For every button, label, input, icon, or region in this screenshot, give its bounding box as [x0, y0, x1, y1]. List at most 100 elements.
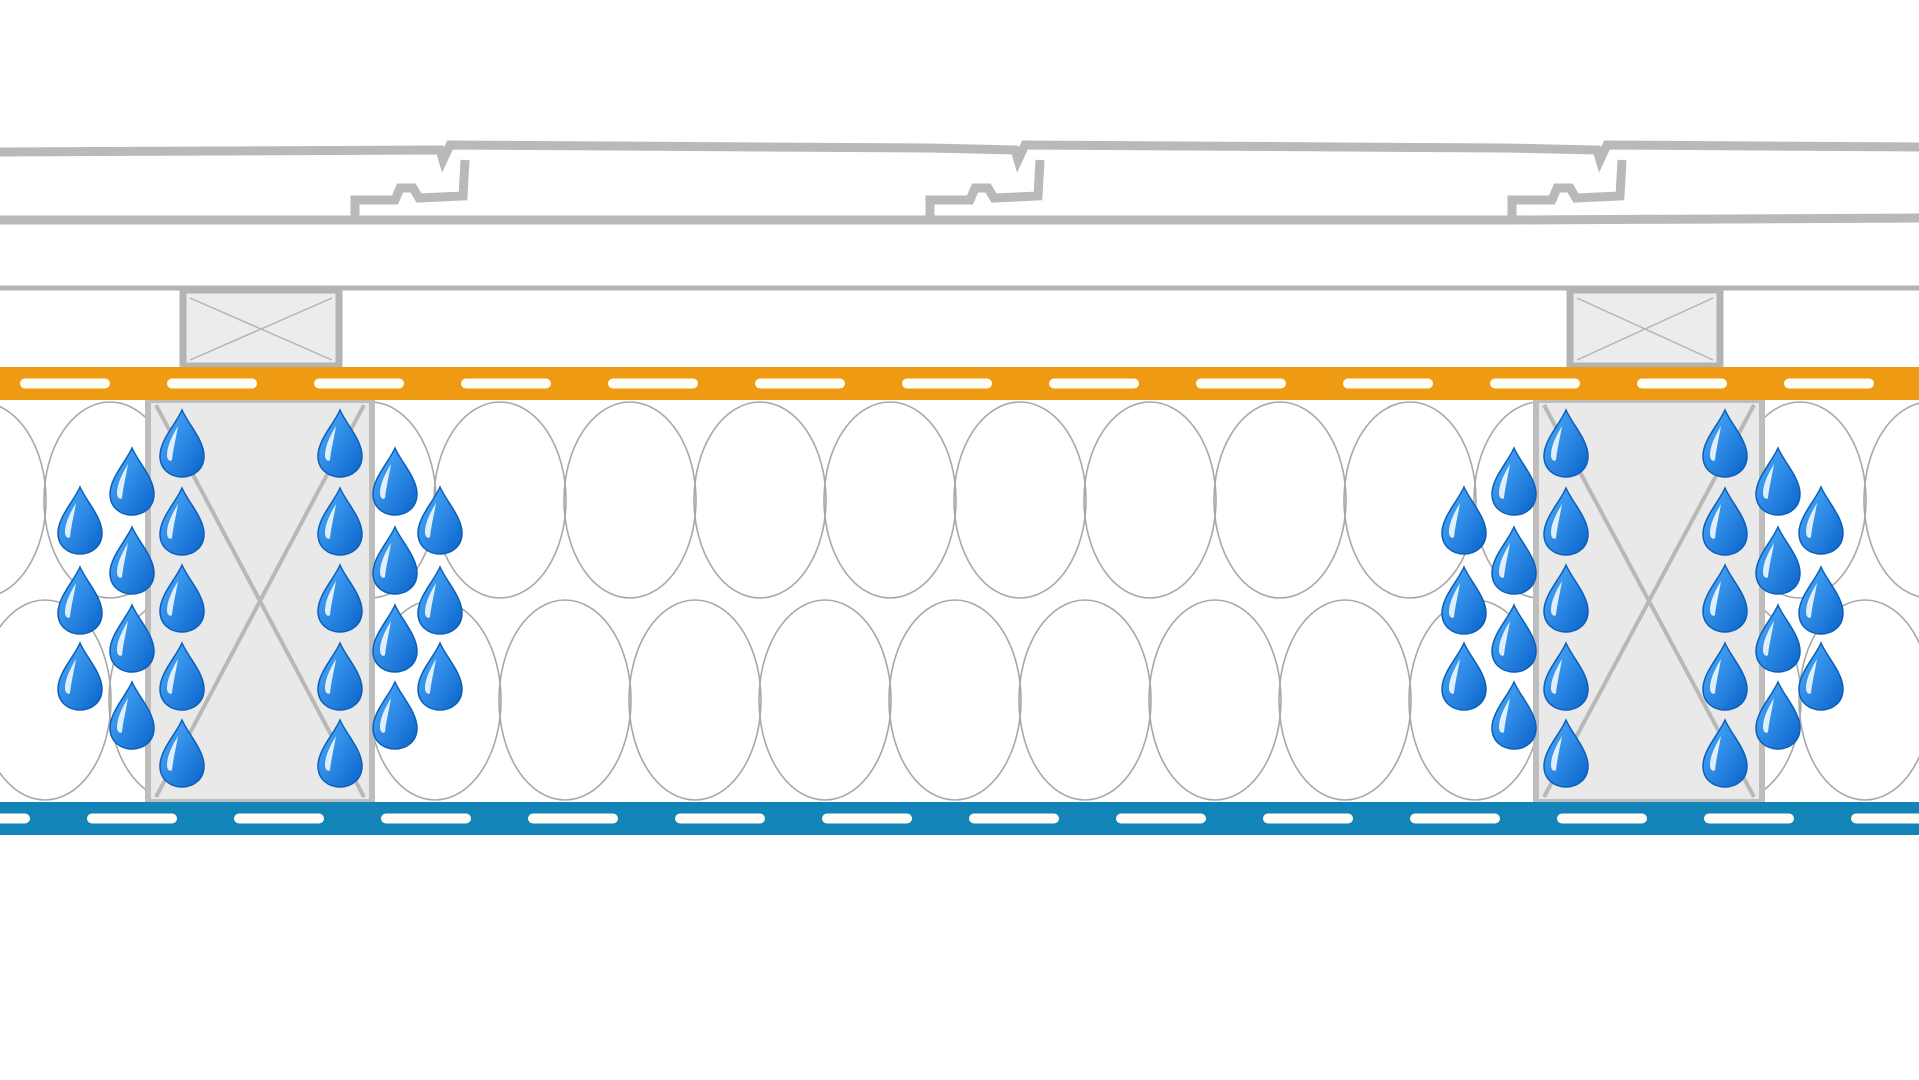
insulation-lobe: [498, 599, 632, 801]
water-drop-icon: [1543, 641, 1589, 711]
water-drop-icon: [417, 485, 463, 555]
membrane-dash: [1196, 378, 1286, 389]
tile-bottom-edge: [0, 159, 1919, 225]
insulation-lobe: [1863, 402, 1919, 598]
membrane-dash: [1116, 813, 1206, 824]
water-drop-icon: [1441, 485, 1487, 555]
water-drop-icon: [159, 486, 205, 556]
water-drop-icon: [1543, 563, 1589, 633]
membrane-dash: [167, 378, 257, 389]
water-drop-icon: [57, 485, 103, 555]
water-drop-icon: [317, 641, 363, 711]
inner-membrane-blue: [0, 802, 1919, 835]
water-drop-icon: [1798, 641, 1844, 711]
water-drop-icon: [1702, 563, 1748, 633]
water-drop-icon: [417, 565, 463, 635]
membrane-dash: [87, 813, 177, 824]
water-drop-icon: [1491, 603, 1537, 673]
insulation-lobe: [1343, 401, 1477, 599]
membrane-dash: [1410, 813, 1500, 824]
insulation-lobe: [563, 401, 697, 599]
membrane-dash: [969, 813, 1059, 824]
insulation-lobe: [1083, 401, 1217, 599]
water-drop-icon: [1702, 718, 1748, 788]
membrane-dash: [608, 378, 698, 389]
water-drop-icon: [109, 680, 155, 750]
insulation-lobe: [1018, 599, 1152, 801]
membranes: [0, 367, 1919, 835]
insulation-lobe: [888, 599, 1022, 801]
membrane-dash: [1557, 813, 1647, 824]
water-drop-icon: [1491, 680, 1537, 750]
water-drop-icon: [1798, 485, 1844, 555]
water-drop-icon: [417, 641, 463, 711]
water-drop-icon: [1543, 408, 1589, 478]
membrane-dash: [20, 378, 110, 389]
membrane-dash: [902, 378, 992, 389]
water-drop-icon: [1702, 641, 1748, 711]
membrane-dash: [0, 813, 30, 824]
counter-batten: [1566, 286, 1724, 370]
membrane-dash: [1343, 378, 1433, 389]
water-drop-icon: [109, 446, 155, 516]
water-drop-icon: [372, 446, 418, 516]
water-drop-icon: [159, 408, 205, 478]
roof-battens: [0, 285, 1919, 370]
water-drop-icon: [1543, 718, 1589, 788]
insulation-lobe: [693, 401, 827, 599]
moisture-drops: [57, 408, 1844, 788]
water-drop-icon: [1441, 641, 1487, 711]
water-drop-icon: [317, 486, 363, 556]
water-drop-icon: [159, 563, 205, 633]
water-drop-icon: [372, 680, 418, 750]
tile-top-edge: [0, 140, 1919, 173]
water-drop-icon: [1491, 525, 1537, 595]
water-drop-icon: [57, 641, 103, 711]
roof-tiles: [0, 140, 1919, 225]
membrane-dash: [1637, 378, 1727, 389]
water-drop-icon: [1491, 446, 1537, 516]
outer-membrane-orange: [0, 367, 1919, 400]
water-drop-icon: [1543, 486, 1589, 556]
membrane-dash: [314, 378, 404, 389]
insulation-lobe: [823, 401, 957, 599]
insulation-lobe: [1148, 599, 1282, 801]
membrane-dash: [1704, 813, 1794, 824]
water-drop-icon: [317, 563, 363, 633]
water-drop-icon: [1755, 446, 1801, 516]
water-drop-icon: [109, 525, 155, 595]
membrane-dash: [675, 813, 765, 824]
insulation-lobe: [1278, 599, 1412, 801]
water-drop-icon: [1798, 565, 1844, 635]
membrane-dash: [234, 813, 324, 824]
water-drop-icon: [159, 641, 205, 711]
membrane-dash: [822, 813, 912, 824]
insulation-lobe: [0, 405, 47, 595]
water-drop-icon: [159, 718, 205, 788]
insulation-lobe: [628, 599, 762, 801]
water-drop-icon: [372, 525, 418, 595]
water-drop-icon: [57, 565, 103, 635]
water-drop-icon: [1755, 603, 1801, 673]
insulation-lobe: [758, 599, 892, 801]
membrane-dash: [1851, 813, 1919, 824]
water-drop-icon: [372, 603, 418, 673]
water-drop-icon: [1441, 565, 1487, 635]
insulation-lobe: [0, 599, 112, 801]
membrane-dash: [755, 378, 845, 389]
water-drop-icon: [1702, 408, 1748, 478]
insulation-lobe: [953, 401, 1087, 599]
counter-batten: [179, 286, 343, 370]
water-drop-icon: [109, 603, 155, 673]
membrane-dash: [461, 378, 551, 389]
water-drop-icon: [317, 408, 363, 478]
membrane-dash: [528, 813, 618, 824]
membrane-dash: [1263, 813, 1353, 824]
membrane-dash: [1490, 378, 1580, 389]
membrane-dash: [1049, 378, 1139, 389]
insulation-lobe: [1798, 599, 1919, 801]
water-drop-icon: [1755, 525, 1801, 595]
membrane-dash: [1784, 378, 1874, 389]
insulation-lobe: [433, 401, 567, 599]
